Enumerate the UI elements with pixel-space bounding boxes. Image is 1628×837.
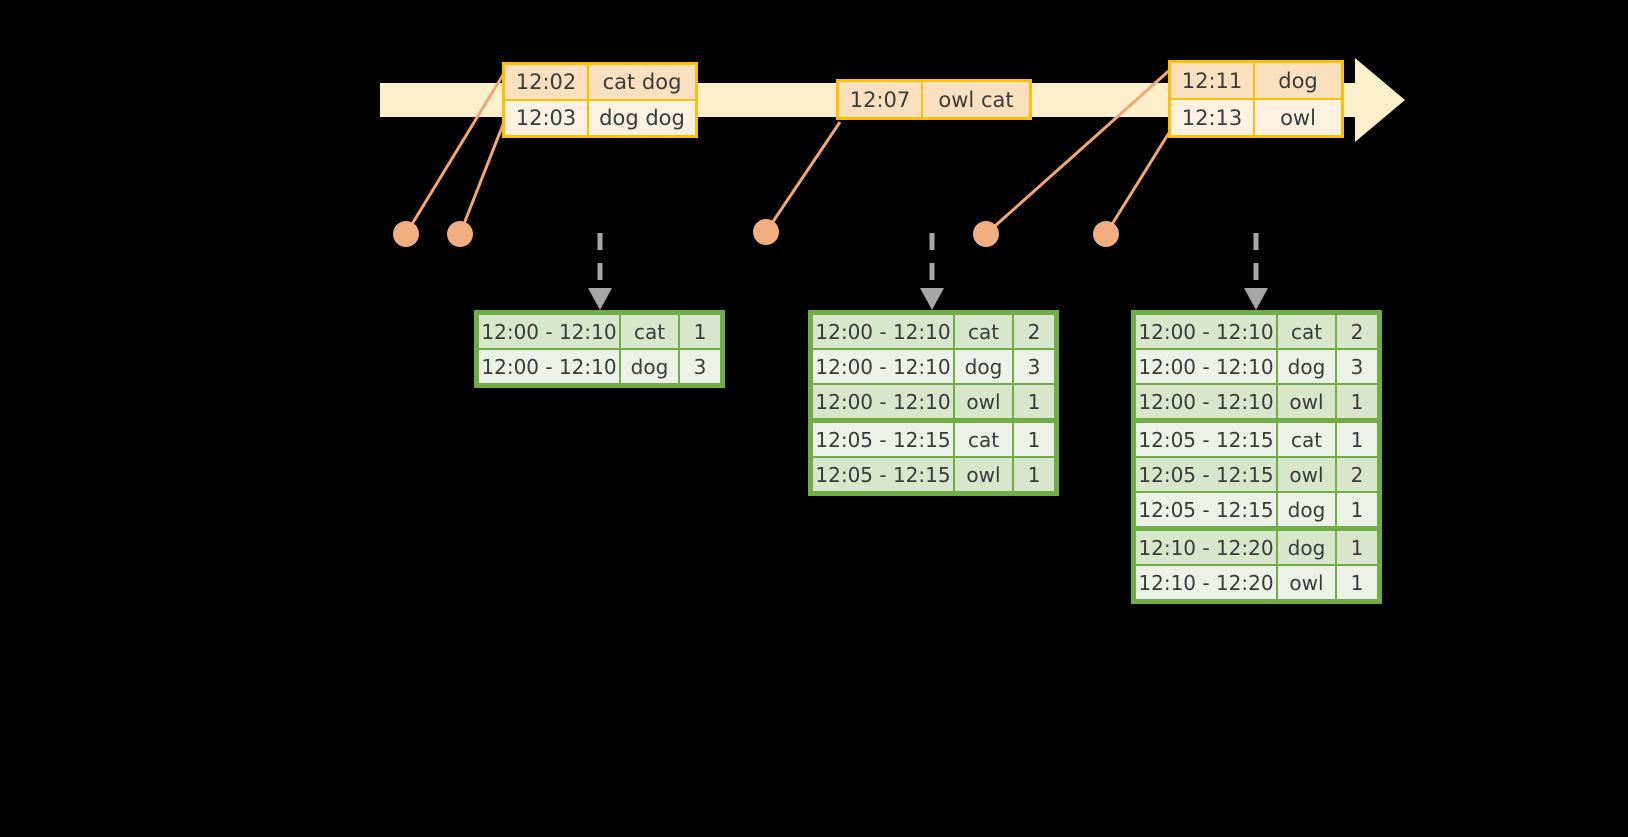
- cell-count: 1: [680, 315, 720, 348]
- connector-line-1: [404, 69, 508, 235]
- event-box-group-3[interactable]: 12:11 dog 12:13 owl: [1168, 60, 1344, 138]
- cell-window: 12:00 - 12:10: [479, 350, 619, 383]
- cell-word: cat: [955, 315, 1012, 348]
- cell-window: 12:05 - 12:15: [813, 423, 953, 456]
- cell-word: dog: [1278, 350, 1335, 383]
- cell-count: 1: [1014, 385, 1054, 418]
- event-marker-1: [393, 221, 419, 247]
- event-row[interactable]: 12:03 dog dog: [505, 99, 695, 135]
- cell-window: 12:00 - 12:10: [813, 385, 953, 418]
- connector-line-2: [458, 111, 510, 235]
- cell-word: owl: [1278, 566, 1335, 599]
- cell-window: 12:00 - 12:10: [1136, 385, 1276, 418]
- cell-window: 12:05 - 12:15: [1136, 493, 1276, 526]
- cell-word: dog: [621, 350, 678, 383]
- cell-window: 12:00 - 12:10: [813, 350, 953, 383]
- cell-count: 1: [1014, 423, 1054, 456]
- cell-count: 1: [1014, 458, 1054, 491]
- cell-count: 1: [1337, 566, 1377, 599]
- event-value: owl: [1255, 100, 1341, 135]
- cell-count: 1: [1337, 493, 1377, 526]
- event-value: dog: [1255, 63, 1341, 98]
- cell-word: dog: [1278, 493, 1335, 526]
- connector-line-5: [1104, 127, 1174, 235]
- cell-word: dog: [1278, 531, 1335, 564]
- cell-count: 2: [1337, 458, 1377, 491]
- cell-window: 12:05 - 12:15: [1136, 458, 1276, 491]
- event-time: 12:11: [1171, 63, 1255, 98]
- event-row[interactable]: 12:02 cat dog: [505, 65, 695, 99]
- event-marker-5: [1093, 221, 1119, 247]
- dashed-arrow-3: [1244, 233, 1268, 310]
- event-markers: [393, 219, 1119, 247]
- event-time: 12:13: [1171, 100, 1255, 135]
- cell-window: 12:10 - 12:20: [1136, 531, 1276, 564]
- cell-word: owl: [1278, 385, 1335, 418]
- cell-window: 12:10 - 12:20: [1136, 566, 1276, 599]
- cell-count: 2: [1337, 315, 1377, 348]
- cell-word: owl: [955, 385, 1012, 418]
- event-box-group-2[interactable]: 12:07 owl cat: [836, 79, 1032, 120]
- event-marker-2: [447, 221, 473, 247]
- cell-window: 12:00 - 12:10: [1136, 315, 1276, 348]
- event-time: 12:07: [839, 82, 923, 117]
- cell-count: 2: [1014, 315, 1054, 348]
- dashed-arrow-2: [920, 233, 944, 310]
- dashed-arrow-1: [588, 233, 612, 310]
- cell-window: 12:05 - 12:15: [813, 458, 953, 491]
- cell-count: 3: [680, 350, 720, 383]
- event-marker-3: [753, 219, 779, 245]
- event-value: owl cat: [923, 82, 1029, 117]
- cell-window: 12:00 - 12:10: [1136, 350, 1276, 383]
- event-row[interactable]: 12:13 owl: [1171, 98, 1341, 135]
- connector-line-3: [764, 121, 842, 233]
- cell-window: 12:00 - 12:10: [813, 315, 953, 348]
- event-box-group-1[interactable]: 12:02 cat dog 12:03 dog dog: [502, 62, 698, 138]
- cell-word: owl: [955, 458, 1012, 491]
- event-value: cat dog: [589, 65, 695, 99]
- cell-count: 3: [1014, 350, 1054, 383]
- cell-word: cat: [621, 315, 678, 348]
- cell-window: 12:05 - 12:15: [1136, 423, 1276, 456]
- cell-count: 1: [1337, 531, 1377, 564]
- cell-window: 12:00 - 12:10: [479, 315, 619, 348]
- cell-word: cat: [1278, 423, 1335, 456]
- event-time: 12:03: [505, 101, 589, 135]
- event-time: 12:02: [505, 65, 589, 99]
- event-row[interactable]: 12:11 dog: [1171, 63, 1341, 98]
- cell-word: owl: [1278, 458, 1335, 491]
- cell-count: 3: [1337, 350, 1377, 383]
- dashed-arrows: [588, 233, 1268, 310]
- cell-count: 1: [1337, 423, 1377, 456]
- cell-word: dog: [955, 350, 1012, 383]
- cell-count: 1: [1337, 385, 1377, 418]
- cell-word: cat: [1278, 315, 1335, 348]
- event-row[interactable]: 12:07 owl cat: [839, 82, 1029, 117]
- event-marker-4: [973, 221, 999, 247]
- event-value: dog dog: [589, 101, 695, 135]
- cell-word: cat: [955, 423, 1012, 456]
